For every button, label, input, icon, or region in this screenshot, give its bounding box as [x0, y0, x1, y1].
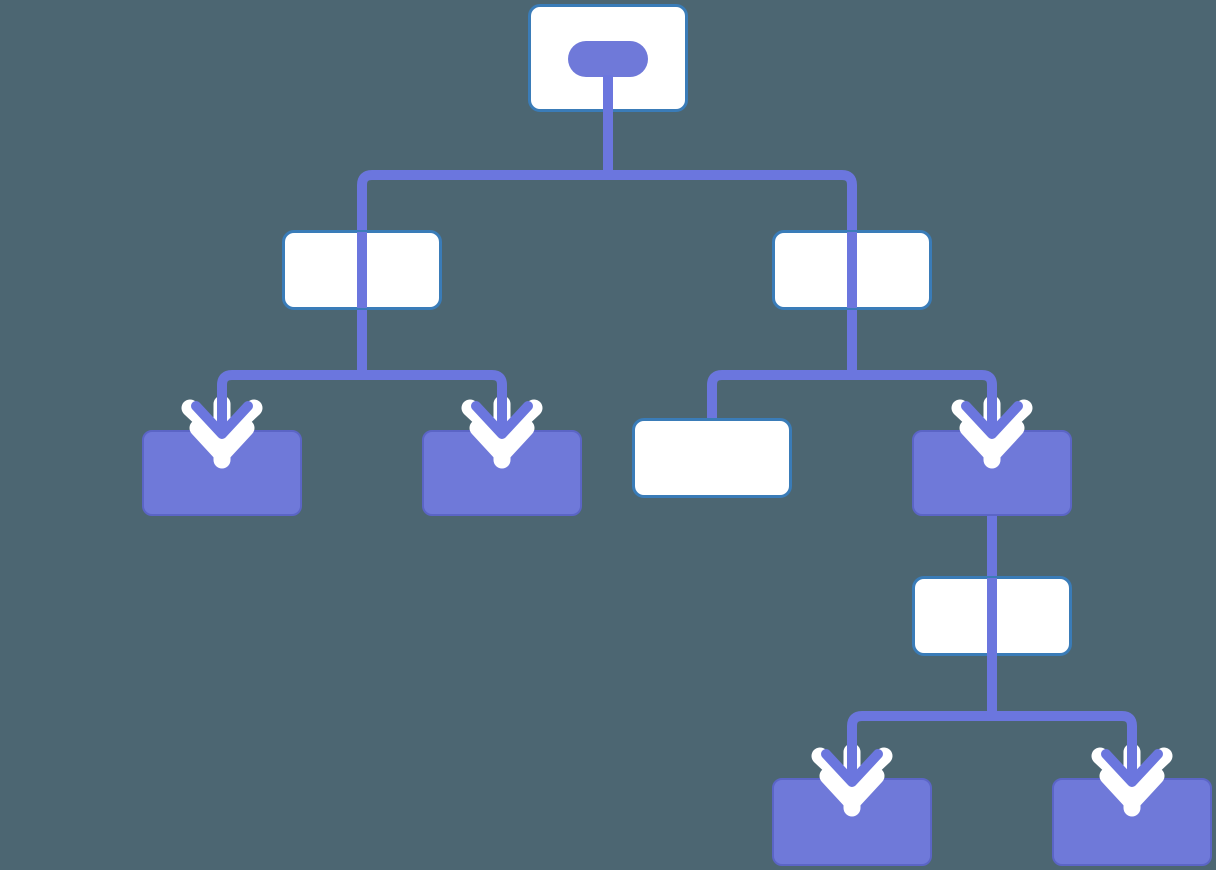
- diagram-node-n5[interactable]: [632, 418, 792, 498]
- diagram-node-n9[interactable]: [1052, 778, 1212, 866]
- diagram-node-n1[interactable]: [282, 230, 442, 310]
- diagram-node-n6[interactable]: [912, 430, 1072, 516]
- root-node-pill-marker: [568, 41, 648, 77]
- diagram-node-n7[interactable]: [912, 576, 1072, 656]
- diagram-node-n8[interactable]: [772, 778, 932, 866]
- diagram-node-n4[interactable]: [422, 430, 582, 516]
- diagram-node-n3[interactable]: [142, 430, 302, 516]
- diagram-node-n2[interactable]: [772, 230, 932, 310]
